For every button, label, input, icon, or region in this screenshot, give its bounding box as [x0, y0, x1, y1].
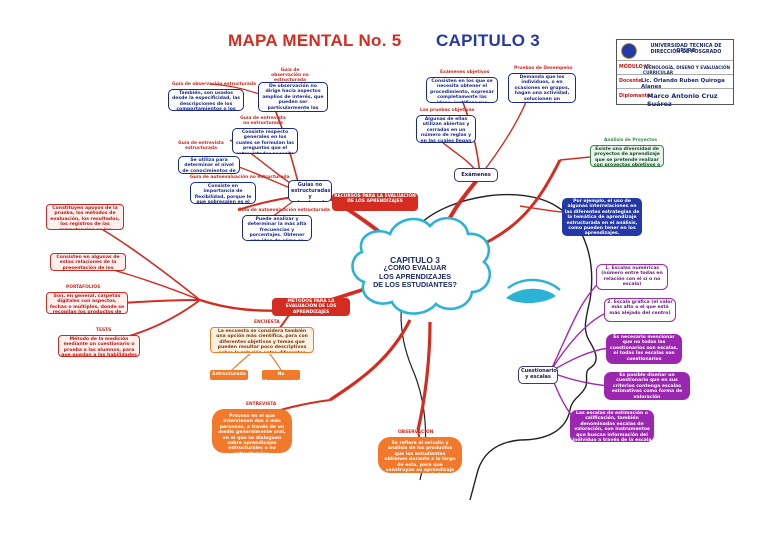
student-key: Diplomante: [619, 94, 653, 99]
center-cloud [351, 216, 491, 315]
entrevista-label: ENTREVISTA [246, 402, 277, 407]
entrevista-node: Proceso en el que intervienen dos o más … [212, 409, 292, 453]
university-name: UNIVERSIDAD TECNICA DE ORURO [650, 44, 722, 54]
central-topic-line4: DE LOS ESTUDIANTES? [373, 280, 457, 290]
pruebas-desempeno-node: Demanda que los individuos, o en ocasion… [508, 73, 576, 103]
proyectos-node: Existe una diversidad de proyectos de ap… [590, 145, 664, 167]
entrevista-no-estructurada-label: Guía de entrevista no estructurada [240, 116, 286, 126]
observacion-estructurada-label: Guía de observación estructurada [172, 82, 256, 87]
central-topic-line3: LOS APRENDIZAJES [378, 271, 452, 281]
recursos-node: RECURSOS PARA LA EVALUACIÓN DE LOS APREN… [332, 193, 418, 211]
intro-node: Constituyen apoyos de la prueba, los mét… [46, 204, 124, 230]
autoevaluacion-estructurada-label: Guía de autoevaluación estructurada [238, 208, 330, 213]
eyebrow-shape [507, 278, 561, 291]
entrevista-estructurada-node: Se utiliza para determinar el nivel de c… [178, 156, 240, 174]
guias-hub-node: Guías no estructuradas y estructuradas [288, 180, 332, 202]
teacher-value: Lic. Orlando Ruben Quiroga Alanes [641, 78, 725, 90]
chapter-title: CAPITULO 3 [436, 31, 541, 50]
escalas-estimacion-node: Las escalas de estimación o calificación… [570, 410, 654, 442]
tests-node: Método de la medición mediante un cuesti… [58, 335, 140, 357]
observacion-no-estructurada-node: De observación no dirige hacia aspectos … [258, 82, 328, 112]
encuesta-label: ENCUESTA [254, 320, 280, 325]
examenes-hub-node: Exámenes [454, 168, 498, 182]
info-module-row: MÓDULO VI: TECNOLOGÍA, DISEÑO Y EVALUACI… [617, 60, 733, 75]
observacion-label: OBSERVACIÓN [398, 430, 434, 435]
module-value: TECNOLOGÍA, DISEÑO Y EVALUACIÓN CURRICUL… [643, 65, 731, 75]
info-teacher-row: Docente: Lic. Orlando Ruben Quiroga Alan… [617, 74, 733, 90]
encuesta-node: La encuesta se considera también una opc… [210, 327, 314, 353]
metodos-hub-node: MÉTODOS PARA LA EVALUACIÓN DE LOS APREND… [272, 298, 350, 316]
cuestionario-nota-node: Es necesario mencionar que no todas las … [606, 334, 682, 364]
entrevista-no-estructurada-node: Consiste respecto generales en los cuale… [232, 128, 298, 154]
eye-shape [506, 288, 556, 304]
info-student-row: Diplomante: Marco Antonio Cruz Suárez [617, 88, 733, 108]
autoevaluacion-no-estructurada-node: Consiste en importancia de flexibilidad,… [190, 182, 256, 204]
portafolios-node: Son, en general, carpetas digitales con … [46, 292, 128, 314]
cuestionario-escalas-node: Es posible diseñar un cuestionario que e… [604, 372, 690, 400]
escala-grafica-node: 2. Escala gráfica (el valor más alto o e… [604, 298, 676, 322]
estructurada-node: Estructurada [210, 370, 248, 380]
autoevaluacion-no-estructurada-label: Guía de autoevaluación no estructurada [190, 175, 290, 180]
observacion-estructurada-node: También, son usados desde la especificid… [168, 89, 244, 111]
examples-node: Por ejemplo, el uso de algunas interrela… [562, 198, 642, 236]
observacion-node: Se refiere al estudio y análisis de los … [378, 437, 462, 473]
direction-name: DIRECCIÓN DE POSGRADO [650, 50, 722, 55]
tests-label: TESTS [96, 328, 112, 333]
portafolios-label: PORTAFOLIOS [66, 285, 101, 290]
module-key: MÓDULO VI: [619, 65, 652, 70]
pruebas-desempeno-label: Pruebas de Desempeño [514, 66, 573, 71]
autoevaluacion-estructurada-node: Puede analizar y determinar la más alta … [242, 215, 312, 241]
pruebas-objetivas-node: Algunas de ellas utilizan abiertas y cer… [416, 115, 476, 143]
map-title: MAPA MENTAL No. 5 [228, 31, 402, 50]
info-box: UNIVERSIDAD TECNICA DE ORURO DIRECCIÓN D… [616, 39, 734, 108]
exam-objetivos-label: Exámenes objetivos [440, 70, 490, 75]
teacher-key: Docente: [619, 79, 644, 84]
proyectos-label: Análisis de Proyectos [604, 138, 657, 143]
exam-objetivos-node: Consisten en los que se necesita obtener… [426, 77, 498, 103]
central-topic-line2: ¿COMO EVALUAR [383, 263, 447, 273]
university-seal-icon [621, 43, 637, 59]
student-value: Marco Antonio Cruz Suárez [647, 92, 718, 108]
escala-numerica-node: 1. Escalas numéricas (número entre todas… [596, 264, 668, 290]
no-estructurada-node: No Estructurada [262, 370, 300, 380]
observacion-no-estructurada-label: Guía de observación no estructurada [271, 68, 309, 83]
consiste-node: Consisten en algunas de estas relaciones… [50, 253, 126, 271]
entrevista-estructurada-label: Guía de entrevista estructurada [178, 141, 224, 151]
central-topic: CAPITULO 3 ¿COMO EVALUAR LOS APRENDIZAJE… [372, 256, 458, 290]
pruebas-objetivas-label: Las pruebas objetivas [420, 108, 475, 113]
central-topic-line1: CAPITULO 3 [390, 255, 440, 265]
cuestionarios-hub-node: Cuestionarios y escalas [518, 366, 558, 384]
head-outline [419, 193, 597, 501]
